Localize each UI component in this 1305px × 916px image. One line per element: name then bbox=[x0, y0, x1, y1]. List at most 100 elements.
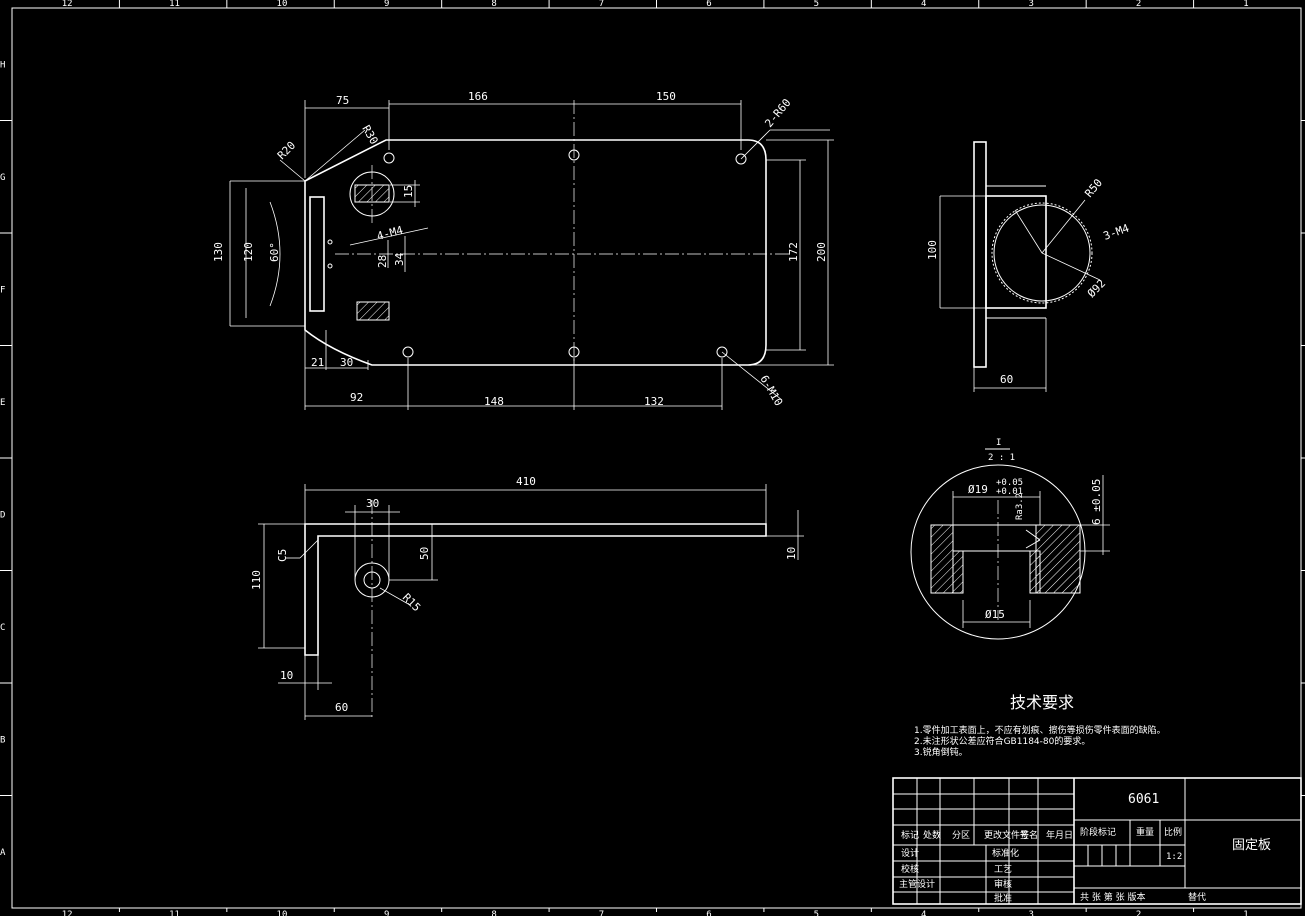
dim-3-m4: 3-M4 bbox=[1102, 221, 1132, 242]
zone-label-bottom: 7 bbox=[599, 910, 604, 916]
dim-100: 100 bbox=[926, 240, 939, 260]
zone-label-top: 12 bbox=[62, 0, 73, 9]
tech-req-title: 技术要求 bbox=[1010, 693, 1074, 712]
detail-roughness: Ra3.2 bbox=[1015, 493, 1025, 520]
dim-30-sec: 30 bbox=[366, 497, 379, 510]
tb-sheet-line: 共 张 第 张 版本 bbox=[1080, 891, 1145, 903]
tb-material: 6061 bbox=[1128, 792, 1159, 807]
dim-30: 30 bbox=[340, 356, 353, 369]
dim-4-m4: 4-M4 bbox=[375, 223, 404, 243]
technical-requirements: 技术要求 1.零件加工表面上，不应有划痕、擦伤等损伤零件表面的缺陷。 2.未注形… bbox=[914, 693, 1166, 758]
zone-label-side: A bbox=[0, 848, 6, 858]
zone-label-side: B bbox=[0, 735, 5, 745]
zone-label-top: 5 bbox=[814, 0, 819, 9]
zone-label-bottom: 8 bbox=[491, 910, 496, 916]
tb-scale-label: 比例 bbox=[1164, 826, 1182, 838]
zone-label-side: E bbox=[0, 398, 5, 408]
zone-label-bottom: 10 bbox=[277, 910, 288, 916]
tb-role-0: 设计 bbox=[901, 847, 919, 859]
tb-scale: 1:2 bbox=[1166, 852, 1182, 862]
zone-label-side: D bbox=[0, 510, 5, 520]
zone-label-top: 11 bbox=[169, 0, 180, 9]
tb-std-1: 工艺 bbox=[994, 864, 1012, 875]
tb-role-1: 校核 bbox=[901, 863, 919, 875]
dim-410: 410 bbox=[516, 475, 536, 488]
dim-50: 50 bbox=[418, 547, 431, 560]
dim-92: 92 bbox=[350, 391, 363, 404]
dim-6-m10: 6-M10 bbox=[757, 373, 785, 408]
title-block: 6061 固定板 1:2 阶段标记 重量 比例 共 张 第 张 版本 替代 标记… bbox=[892, 777, 1302, 905]
detail-tol-up: +0.05 bbox=[996, 478, 1023, 488]
tb-std-2: 审核 bbox=[994, 878, 1012, 890]
tb-hdr-3: 更改文件号 bbox=[984, 829, 1029, 841]
zone-label-top: 1 bbox=[1243, 0, 1248, 9]
dim-172: 172 bbox=[787, 242, 800, 262]
tech-req-item-2: 2.未注形状公差应符合GB1184-80的要求。 bbox=[914, 735, 1090, 747]
tech-req-item-3: 3.锐角倒钝。 bbox=[914, 746, 968, 758]
dim-c5: C5 bbox=[276, 549, 289, 562]
zone-label-bottom: 1 bbox=[1243, 910, 1248, 916]
zone-label-top: 9 bbox=[384, 0, 389, 9]
tb-weight: 重量 bbox=[1136, 826, 1154, 838]
dim-34: 34 bbox=[393, 252, 406, 266]
dim-120: 120 bbox=[242, 242, 255, 262]
dim-75: 75 bbox=[336, 94, 349, 107]
zone-label-bottom: 4 bbox=[921, 910, 926, 916]
dim-r30: R30 bbox=[359, 123, 380, 147]
detail-tol-dn: +0.01 bbox=[996, 487, 1023, 497]
section-view: 410 30 C5 110 50 10 R15 10 60 bbox=[250, 475, 804, 720]
zone-label-top: 8 bbox=[491, 0, 496, 9]
tb-stage-mark: 阶段标记 bbox=[1080, 826, 1116, 838]
dim-15: 15 bbox=[402, 185, 415, 198]
detail-view: Ø19 +0.05 +0.01 Ra3.2 Ø15 6 ±0.05 I 2 : … bbox=[910, 438, 1110, 640]
zone-label-top: 4 bbox=[921, 0, 926, 9]
dim-r15: R15 bbox=[400, 591, 423, 614]
tb-hdr-4: 签名 bbox=[1020, 829, 1038, 841]
dim-60-deg: 60° bbox=[268, 242, 281, 262]
plan-view: 75 166 150 R30 R20 2-R60 130 120 60° 15 … bbox=[212, 90, 834, 410]
dim-60-sec: 60 bbox=[335, 701, 348, 714]
m10-holes bbox=[327, 149, 747, 358]
dim-10-right: 10 bbox=[785, 547, 798, 560]
zone-label-top: 6 bbox=[706, 0, 711, 9]
zone-label-top: 10 bbox=[277, 0, 288, 9]
detail-phi19: Ø19 bbox=[968, 483, 988, 496]
zone-label-top: 3 bbox=[1028, 0, 1033, 9]
zone-label-bottom: 2 bbox=[1136, 910, 1141, 916]
dim-110: 110 bbox=[250, 570, 263, 590]
dim-r50: R50 bbox=[1082, 176, 1105, 200]
zone-label-side: H bbox=[0, 60, 5, 70]
tb-hdr-5: 年月日 bbox=[1046, 829, 1073, 841]
dim-10: 10 bbox=[280, 669, 293, 682]
detail-scale: 2 : 1 bbox=[988, 453, 1015, 463]
tb-replace: 替代 bbox=[1188, 891, 1206, 903]
tb-role-2: 主管设计 bbox=[899, 878, 935, 890]
zone-label-bottom: 11 bbox=[169, 910, 180, 916]
zone-label-bottom: 12 bbox=[62, 910, 73, 916]
dim-2-r60: 2-R60 bbox=[762, 96, 793, 130]
detail-label: I bbox=[996, 438, 1001, 448]
dim-28: 28 bbox=[376, 255, 389, 268]
tb-part-name: 固定板 bbox=[1232, 838, 1271, 853]
zone-label-top: 7 bbox=[599, 0, 604, 9]
zone-label-side: G bbox=[0, 173, 5, 183]
dim-150: 150 bbox=[656, 90, 676, 103]
detail-phi15: Ø15 bbox=[985, 608, 1005, 621]
zone-label-top: 2 bbox=[1136, 0, 1141, 9]
zone-label-bottom: 6 bbox=[706, 910, 711, 916]
dim-phi92: Ø92 bbox=[1085, 277, 1108, 300]
zone-label-bottom: 5 bbox=[814, 910, 819, 916]
detail-depth: 6 ±0.05 bbox=[1090, 479, 1103, 525]
tech-req-item-1: 1.零件加工表面上，不应有划痕、擦伤等损伤零件表面的缺陷。 bbox=[914, 724, 1166, 736]
dim-148: 148 bbox=[484, 395, 504, 408]
side-view: R50 3-M4 Ø92 100 60 bbox=[926, 141, 1132, 392]
zone-label-bottom: 3 bbox=[1028, 910, 1033, 916]
dim-21: 21 bbox=[311, 356, 324, 369]
tb-std-3: 批准 bbox=[994, 892, 1012, 904]
tb-hdr-0: 标记 bbox=[901, 829, 919, 841]
tb-hdr-2: 分区 bbox=[952, 830, 970, 841]
dim-60-side: 60 bbox=[1000, 373, 1013, 386]
